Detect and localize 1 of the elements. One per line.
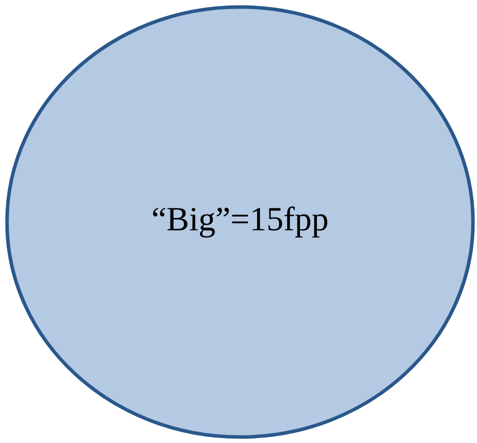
ellipse-node: “Big”=15fpp <box>5 5 475 439</box>
